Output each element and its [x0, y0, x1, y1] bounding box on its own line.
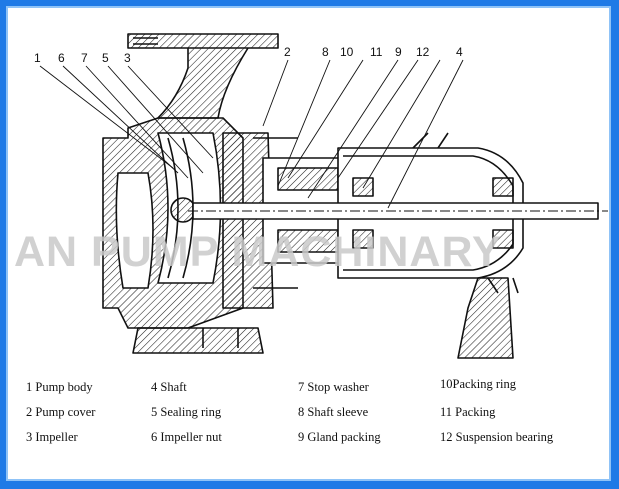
- callout-1: 1: [34, 51, 41, 65]
- impeller-nut: [170, 197, 196, 223]
- pump-base: [132, 327, 264, 354]
- legend-item-3: 3 Impeller: [26, 430, 78, 444]
- pump-body-cavity: [115, 172, 154, 289]
- legend-item-12: 12 Suspension bearing: [440, 430, 554, 444]
- legend-item-6: 6 Impeller nut: [151, 430, 222, 444]
- legend-item-2: 2 Pump cover: [26, 405, 96, 419]
- watermark-text: AN PUMP MACHINARY: [14, 228, 502, 276]
- callout-9: 9: [395, 45, 402, 59]
- callout-numbers: 1 6 7 5 3 2 8 10 11 9 12 4: [34, 45, 463, 65]
- suction-nozzle: [157, 47, 249, 119]
- legend-item-5: 5 Sealing ring: [151, 405, 222, 419]
- legend-item-9: 9 Gland packing: [298, 430, 381, 444]
- legend-item-7: 7 Stop washer: [298, 380, 369, 394]
- callout-5: 5: [102, 51, 109, 65]
- legend-item-8: 8 Shaft sleeve: [298, 405, 369, 419]
- callout-10: 10: [340, 45, 354, 59]
- legend-item-11: 11 Packing: [440, 405, 496, 419]
- callout-7: 7: [81, 51, 88, 65]
- pump-cross-section-drawing: 1 6 7 5 3 2 8 10 11 9 12 4: [34, 33, 608, 359]
- legend-item-10: 10Packing ring: [440, 377, 517, 391]
- callout-3: 3: [124, 51, 131, 65]
- diagram-frame: 1 6 7 5 3 2 8 10 11 9 12 4 AN PUMP MACHI…: [6, 6, 611, 481]
- callout-2: 2: [284, 45, 291, 59]
- callout-6: 6: [58, 51, 65, 65]
- callout-11: 11: [370, 45, 383, 59]
- legend-item-1: 1 Pump body: [26, 380, 93, 394]
- bearing-support-foot: [457, 277, 514, 359]
- callout-4: 4: [456, 45, 463, 59]
- discharge-flange: [127, 33, 279, 49]
- pump-cover: [222, 132, 274, 309]
- callout-12: 12: [416, 45, 430, 59]
- callout-8: 8: [322, 45, 329, 59]
- legend-item-4: 4 Shaft: [151, 380, 187, 394]
